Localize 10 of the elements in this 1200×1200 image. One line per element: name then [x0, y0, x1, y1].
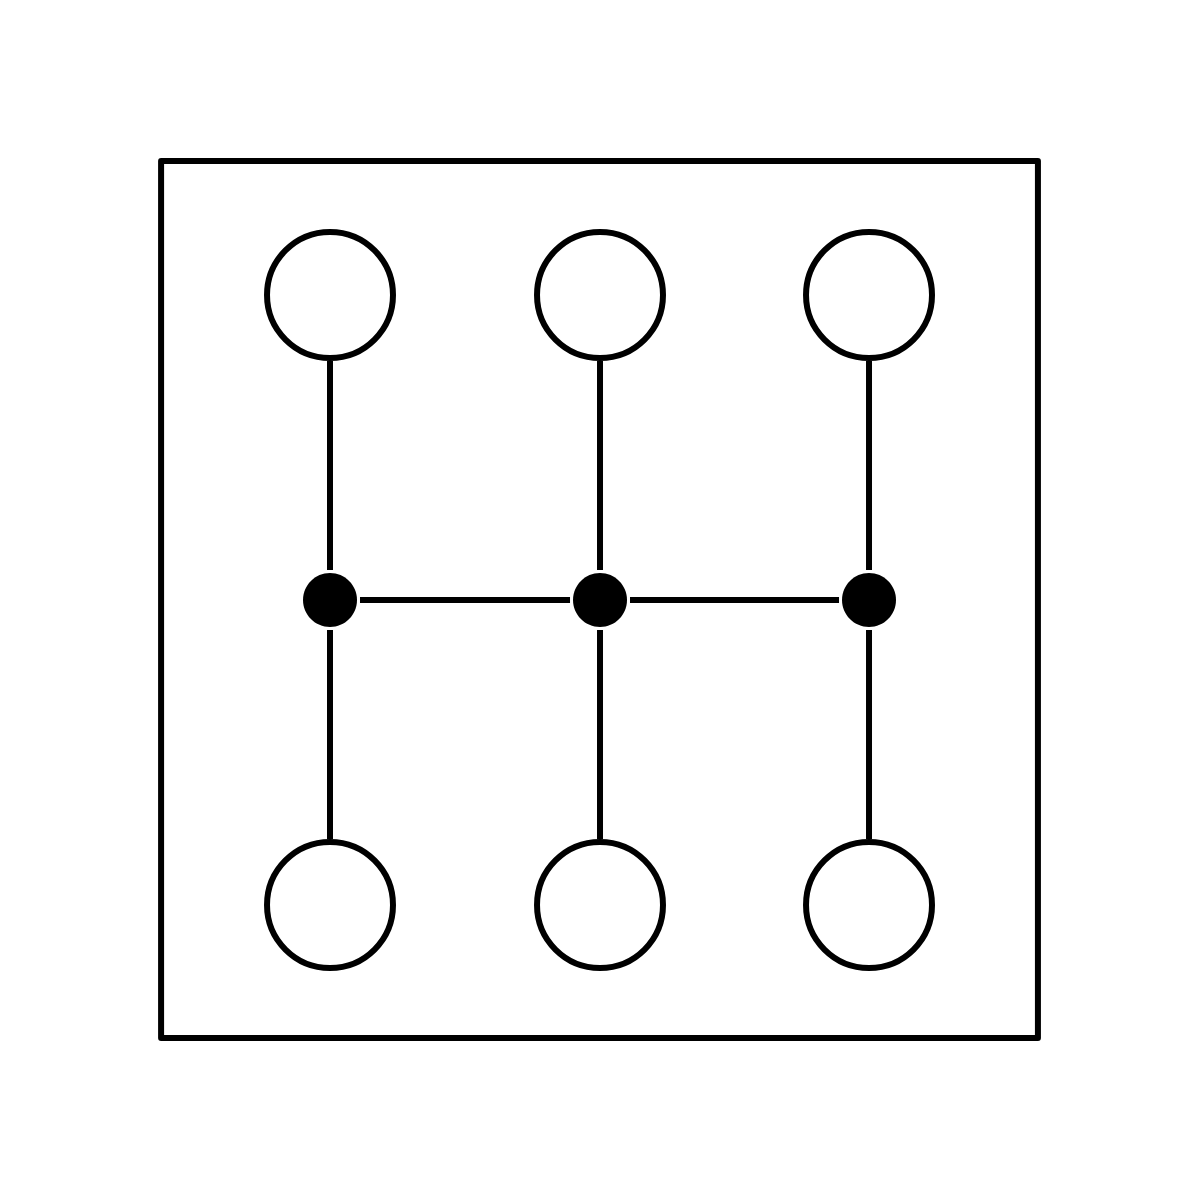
junction-dot [303, 573, 357, 627]
junction-dot [842, 573, 896, 627]
hollow-circle [264, 839, 396, 971]
junction-dot [573, 573, 627, 627]
hollow-circle [803, 229, 935, 361]
square-frame [158, 158, 1041, 1041]
hollow-circle [803, 839, 935, 971]
hollow-circle [534, 839, 666, 971]
hollow-circle [264, 229, 396, 361]
hollow-circle [534, 229, 666, 361]
